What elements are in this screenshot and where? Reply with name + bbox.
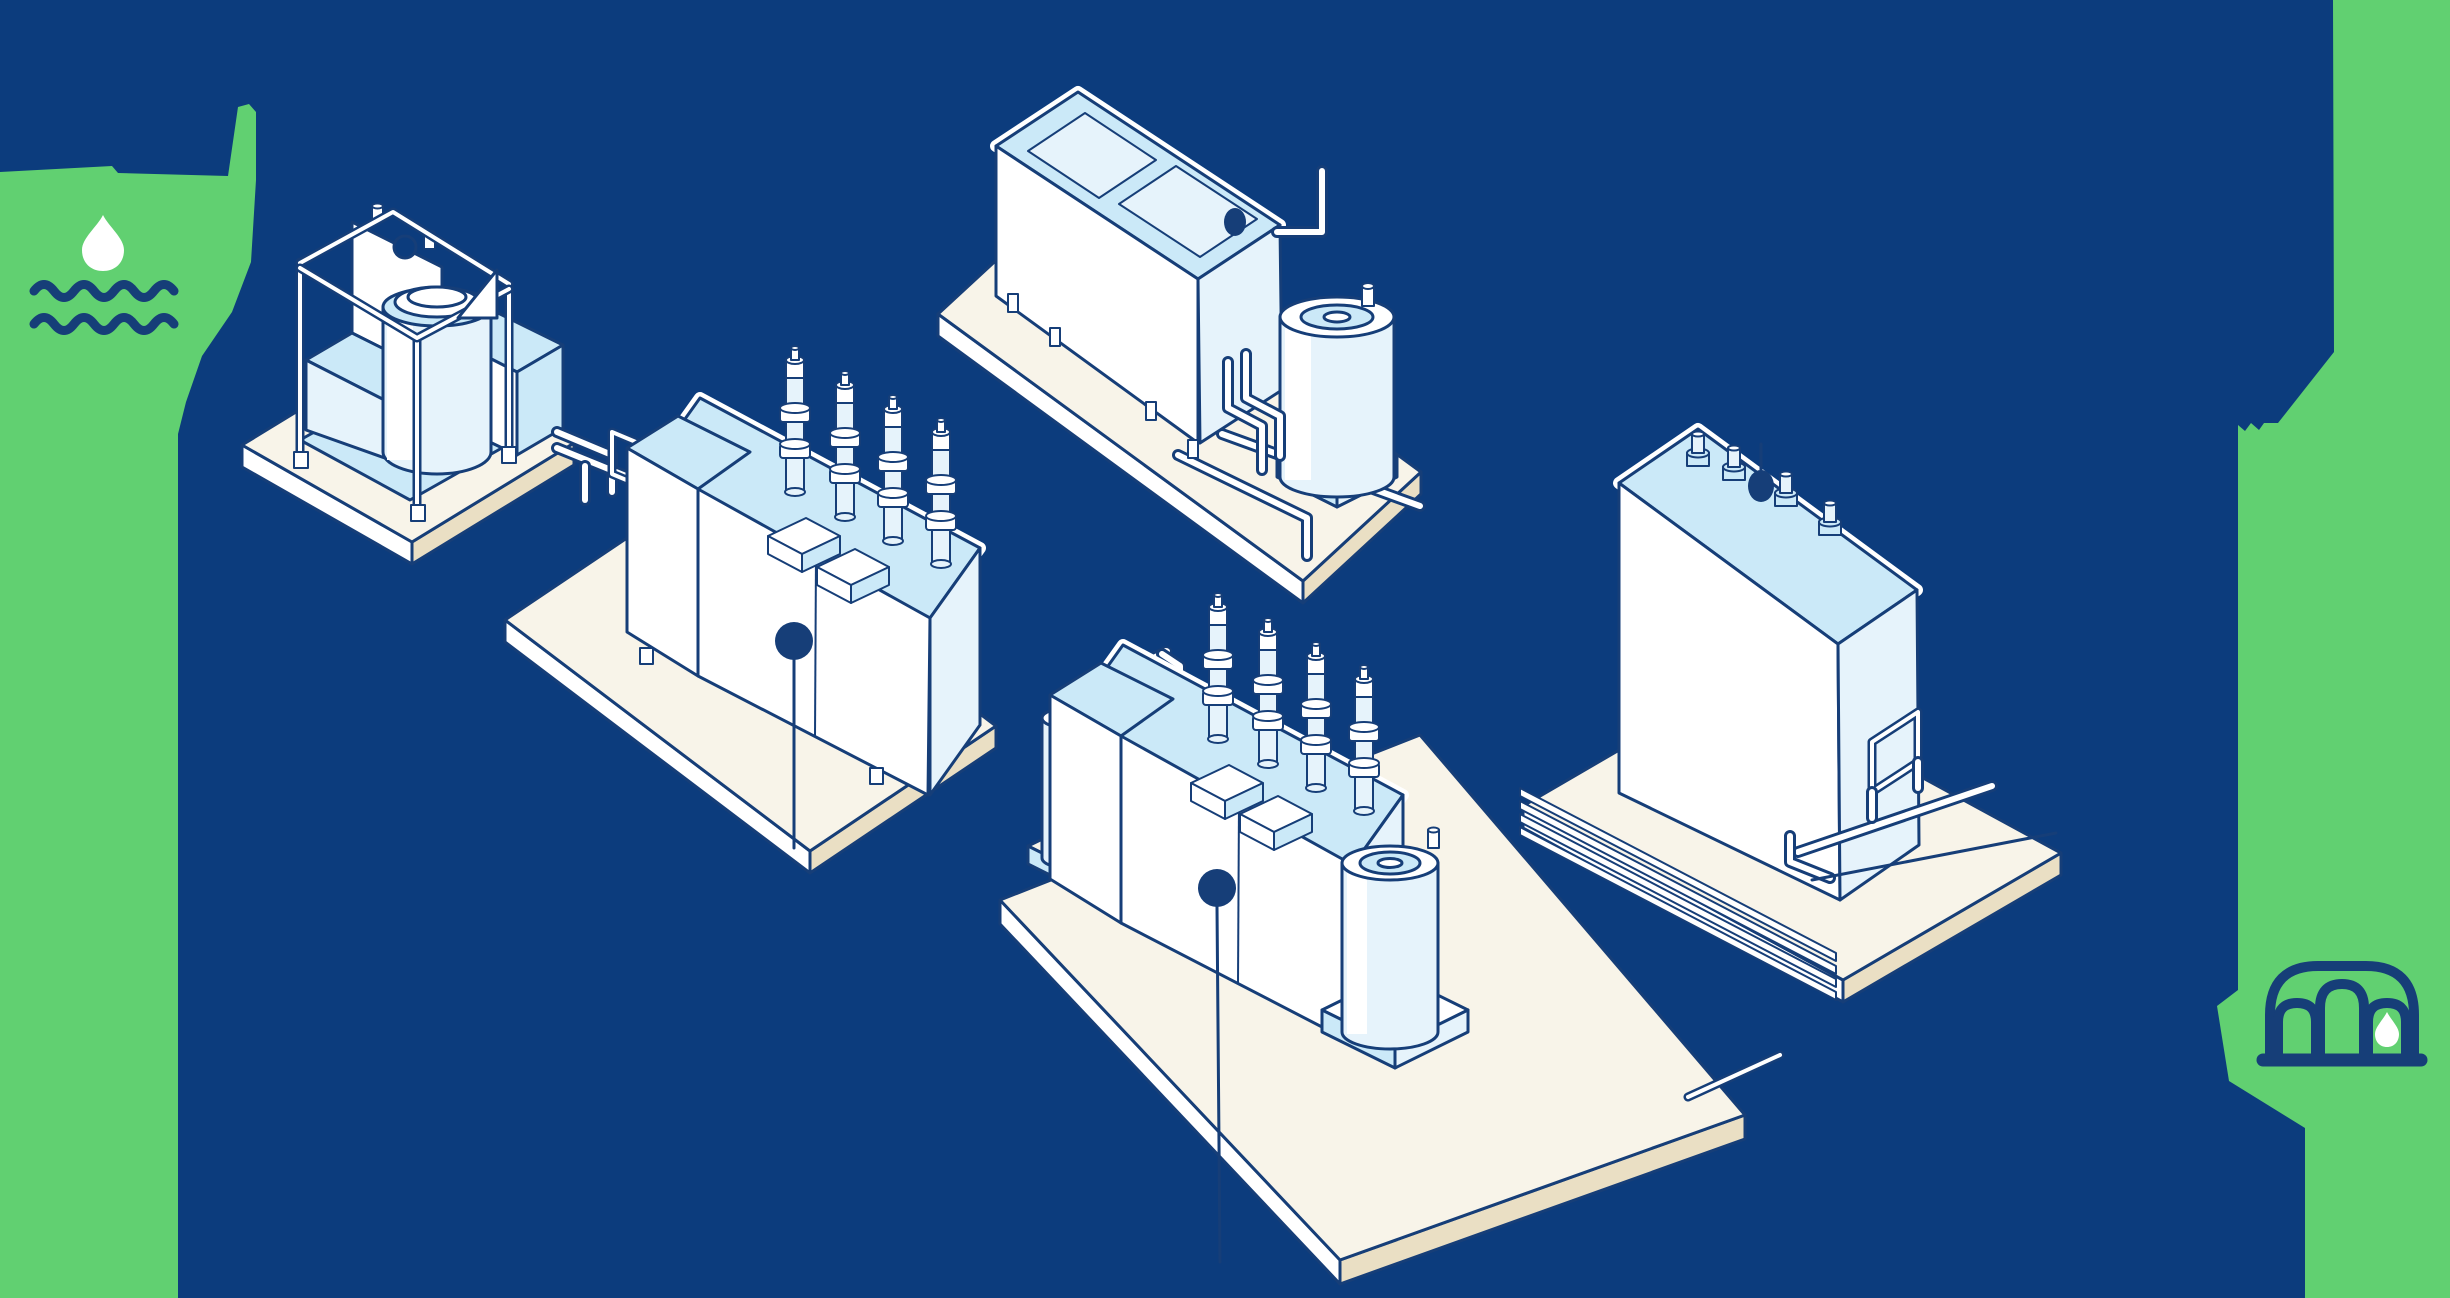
container-hatch	[1027, 112, 1157, 199]
foot	[1007, 293, 1019, 313]
green-panel-right	[2217, 0, 2450, 1298]
panel-notch	[392, 234, 418, 260]
cage-frame	[295, 207, 514, 513]
cabinet-side	[928, 546, 982, 797]
foot	[869, 767, 884, 785]
outer-arch	[2265, 961, 2419, 1061]
foot	[639, 647, 654, 665]
unit-side	[1836, 588, 1921, 902]
machine-flat-exchanger	[1519, 423, 2063, 1004]
foot	[293, 451, 309, 469]
cabinet-door-seam	[1237, 800, 1240, 984]
machine-cabinet-with-cylinders	[998, 592, 1785, 1286]
marker-dot	[1748, 470, 1774, 502]
marker-dot	[775, 622, 813, 660]
connection-piping	[1222, 348, 1286, 476]
marker-dot	[1198, 869, 1236, 907]
green-panel-left	[0, 104, 256, 1298]
machine-container-unit	[936, 86, 1426, 605]
wave-line-top	[29, 280, 179, 302]
foot	[410, 504, 426, 522]
water-drop-and-waves-icon	[29, 215, 179, 335]
wave-line-bottom	[29, 313, 179, 335]
foot	[501, 446, 517, 464]
marker-line	[1215, 905, 1222, 1264]
right-arch	[2363, 998, 2411, 1061]
large-cylinder	[1340, 826, 1440, 1051]
outlet-piping	[1784, 707, 2058, 884]
marker-dot	[1224, 208, 1246, 236]
door-front	[625, 446, 700, 678]
cabinet-door-seam	[814, 553, 817, 737]
machine-bushing-cabinet	[503, 345, 998, 875]
right-tank-side	[515, 343, 565, 457]
water-drop-icon	[82, 215, 124, 271]
vertical-tank	[1278, 282, 1396, 499]
container-hatch	[1118, 165, 1258, 258]
green-shape-left	[0, 104, 256, 1298]
droplet-icon	[2375, 1012, 2399, 1047]
door-front	[1048, 693, 1123, 925]
foot	[1187, 439, 1199, 459]
plate-stack	[1519, 787, 1837, 1001]
platform-pipe	[1683, 1050, 1785, 1102]
machine-framed-tank-skid	[240, 202, 660, 566]
frame-gusset	[456, 268, 499, 320]
storage-tanks-with-droplet-icon	[2256, 961, 2428, 1067]
middle-arch	[2315, 979, 2369, 1061]
foot	[1049, 327, 1061, 347]
foot	[1145, 401, 1157, 421]
